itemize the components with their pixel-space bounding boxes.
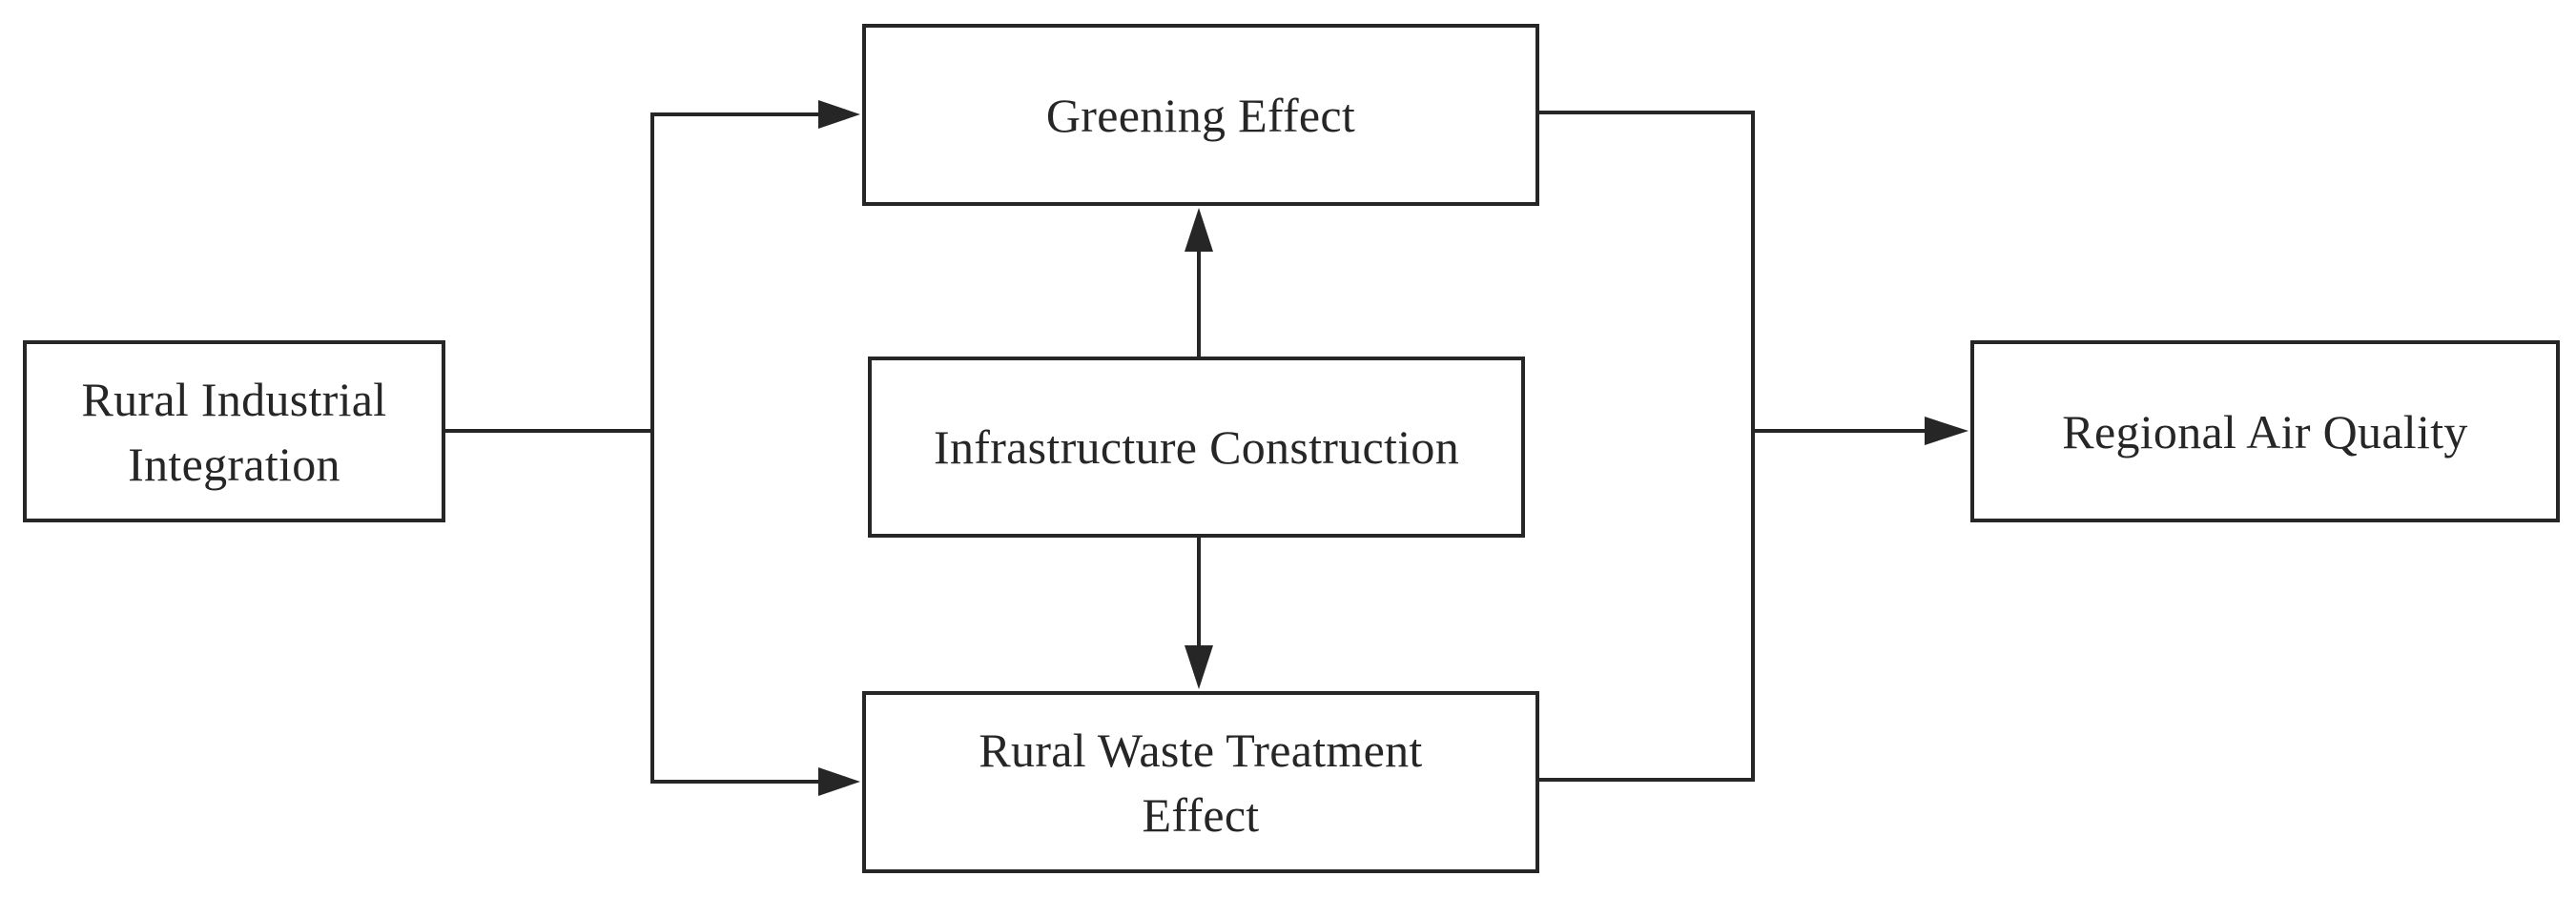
- node-label: Regional Air Quality: [2062, 404, 2468, 459]
- edge-integration-to-waste-treatment: [650, 431, 820, 784]
- node-greening-effect: Greening Effect: [862, 24, 1539, 206]
- edge-greening-to-air-quality: [1539, 111, 1755, 431]
- node-rural-industrial-integration: Rural Industrial Integration: [23, 340, 445, 522]
- node-label: Greening Effect: [1045, 88, 1356, 142]
- node-label: Infrastructure Construction: [934, 420, 1459, 474]
- arrowhead-into-greening: [818, 100, 860, 129]
- node-regional-air-quality: Regional Air Quality: [1970, 340, 2560, 522]
- edge-integration-to-greening: [445, 112, 820, 433]
- node-label: Rural Industrial Integration: [81, 372, 387, 491]
- node-infrastructure-construction: Infrastructure Construction: [868, 357, 1525, 538]
- arrowhead-infrastructure-up: [1185, 208, 1213, 252]
- arrowhead-into-air-quality: [1925, 417, 1968, 445]
- arrowhead-infrastructure-down: [1185, 645, 1213, 689]
- edge-waste-treatment-to-air-quality: [1539, 431, 1755, 782]
- arrowhead-into-waste-treatment: [818, 767, 860, 796]
- node-rural-waste-treatment-effect: Rural Waste Treatment Effect: [862, 691, 1539, 873]
- node-label: Rural Waste Treatment Effect: [979, 723, 1423, 842]
